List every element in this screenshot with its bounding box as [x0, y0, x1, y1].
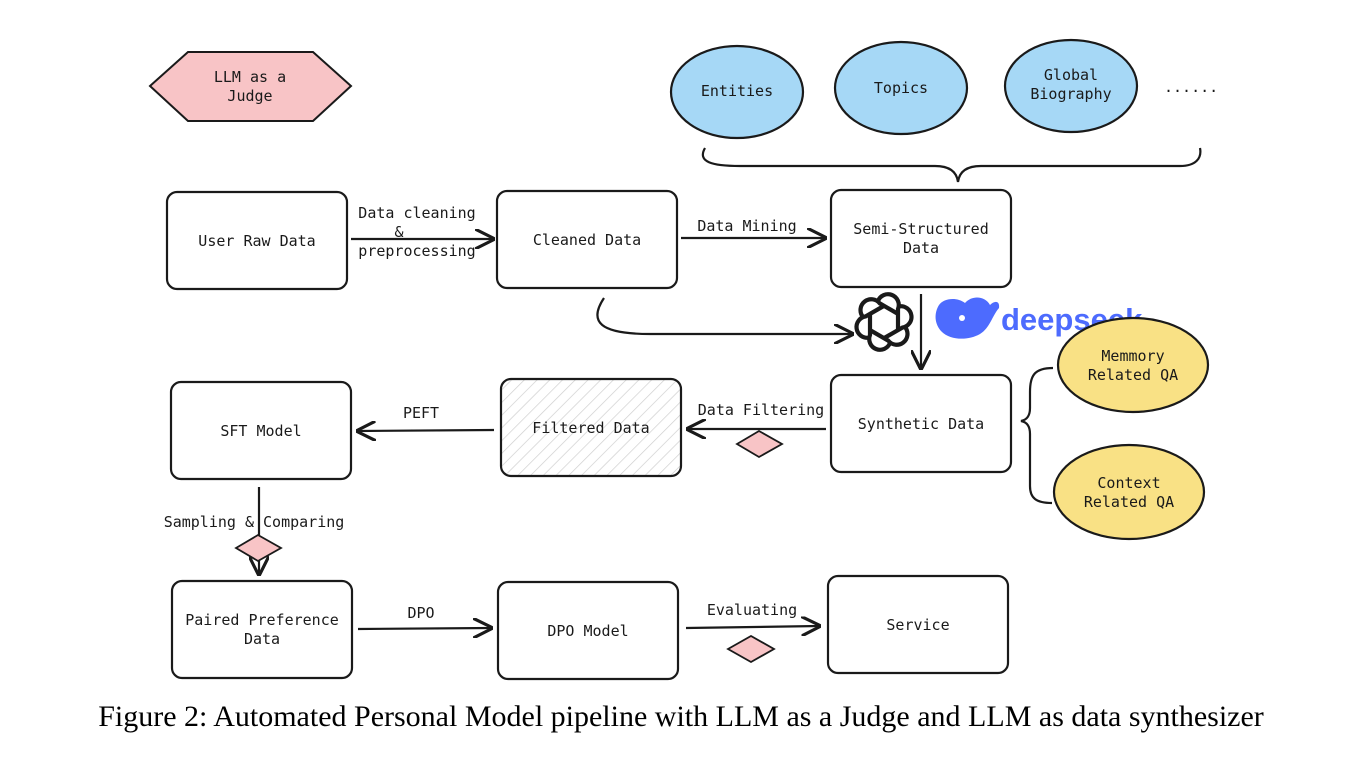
qa-context-line-2: Related QA [1084, 493, 1174, 511]
source-global-biography: Global Biography [1003, 38, 1139, 134]
source-entities-label: Entities [701, 82, 773, 100]
figure-caption: Figure 2: Automated Personal Model pipel… [98, 700, 1264, 733]
qa-context-line-1: Context [1097, 474, 1160, 492]
node-filtered-data-label: Filtered Data [532, 419, 649, 437]
node-cleaned-data-label: Cleaned Data [533, 231, 641, 249]
node-service-label: Service [886, 616, 949, 634]
qa-brace [1020, 366, 1054, 505]
source-global-biography-line-2: Biography [1030, 85, 1111, 103]
node-user-raw-data-label: User Raw Data [198, 232, 315, 250]
judge-diamond-filtering [735, 429, 784, 459]
source-entities: Entities [669, 44, 805, 140]
edge-evaluating-arrow [685, 626, 819, 628]
edge-peft-label: PEFT [403, 404, 439, 422]
edge-cleaned-to-llm [596, 297, 852, 334]
llm-judge-legend: LLM as a Judge [148, 51, 353, 122]
qa-memory-line-2: Related QA [1088, 366, 1178, 384]
node-paired-preference-data: Paired Preference Data [170, 579, 354, 680]
qa-memory-related: Memmory Related QA [1056, 316, 1210, 414]
qa-context-related: Context Related QA [1052, 443, 1206, 541]
judge-diamond-sampling [234, 533, 283, 563]
source-topics-label: Topics [874, 79, 928, 97]
node-sft-model-label: SFT Model [220, 422, 301, 440]
node-synthetic-data-label: Synthetic Data [858, 415, 984, 433]
source-global-biography-line-1: Global [1044, 66, 1098, 84]
edge-filtering-label: Data Filtering [698, 401, 824, 419]
node-paired-preference-line-1: Paired Preference [185, 611, 339, 629]
node-semi-structured-line-2: Data [903, 239, 939, 257]
edge-cleaning-label-2: & [394, 223, 403, 241]
edge-dpo-label: DPO [407, 604, 434, 622]
node-dpo-model: DPO Model [496, 580, 680, 681]
node-service: Service [826, 574, 1010, 675]
edge-mining-label: Data Mining [697, 217, 796, 235]
edge-peft-arrow [358, 430, 495, 431]
node-semi-structured-line-1: Semi-Structured [853, 220, 988, 238]
sources-ellipsis: ...... [1164, 78, 1218, 96]
judge-label-line-1: LLM as a [214, 68, 286, 86]
openai-logo [854, 292, 914, 352]
qa-memory-line-1: Memmory [1101, 347, 1164, 365]
edge-cleaning-label-1: Data cleaning [358, 204, 475, 222]
edge-dpo-arrow [357, 628, 491, 629]
edge-evaluating-label: Evaluating [707, 601, 797, 619]
edge-sampling-label: Sampling & Comparing [164, 513, 345, 531]
node-cleaned-data: Cleaned Data [495, 189, 679, 290]
node-paired-preference-line-2: Data [244, 630, 280, 648]
node-dpo-model-label: DPO Model [547, 622, 628, 640]
node-filtered-data: Filtered Data [499, 377, 683, 478]
node-synthetic-data: Synthetic Data [829, 373, 1013, 474]
node-user-raw-data: User Raw Data [165, 190, 349, 291]
judge-label-line-2: Judge [227, 87, 272, 105]
node-sft-model: SFT Model [169, 380, 353, 481]
judge-diamond-evaluating [726, 634, 776, 664]
source-topics: Topics [833, 40, 969, 136]
node-semi-structured-data: Semi-Structured Data [829, 188, 1013, 289]
sources-brace [701, 147, 1202, 183]
edge-cleaning-label-3: preprocessing [358, 242, 475, 260]
